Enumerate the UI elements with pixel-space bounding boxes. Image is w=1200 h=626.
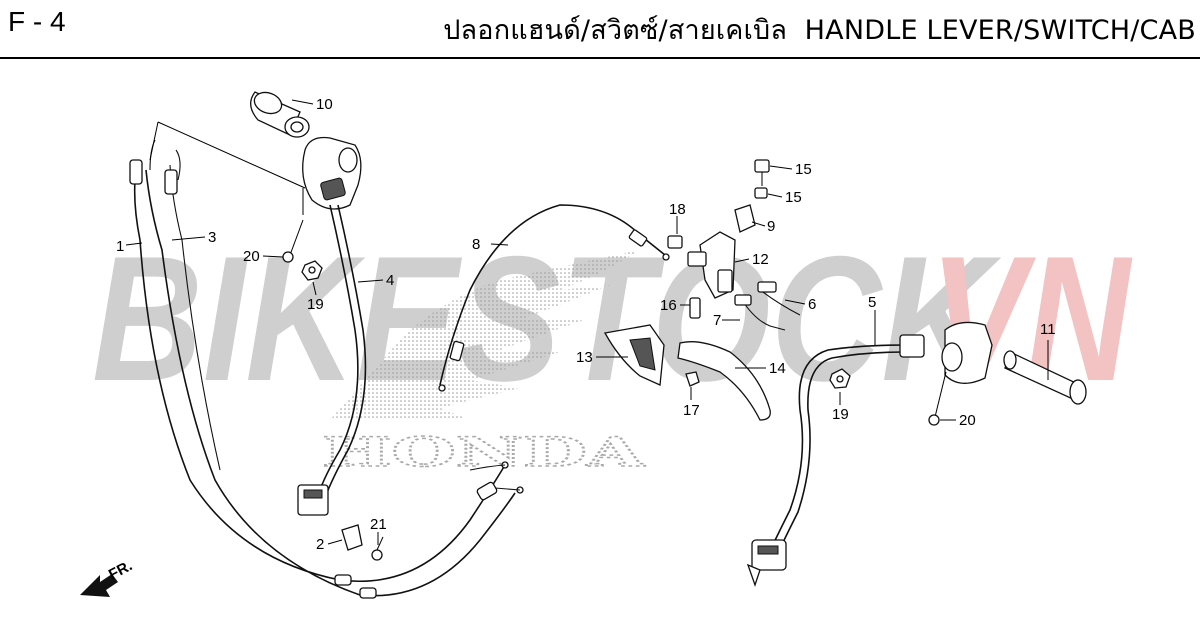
- callout-20a: 20: [243, 248, 260, 265]
- callout-17: 17: [683, 402, 700, 419]
- watermark: BIKESTOCK VN: [92, 219, 1133, 418]
- page-title: ปลอกแฮนด์/สวิตซ์/สายเคเบิล HANDLE LEVER/…: [443, 15, 1196, 46]
- callout-13: 13: [576, 349, 593, 366]
- callout-9: 9: [767, 218, 775, 235]
- throttle-housing: [149, 121, 362, 215]
- callout-11: 11: [1040, 321, 1056, 338]
- callout-19a: 19: [307, 296, 324, 313]
- callout-5: 5: [868, 294, 876, 311]
- callout-21: 21: [370, 516, 387, 533]
- callout-6: 6: [808, 296, 816, 313]
- callout-2: 2: [316, 536, 324, 553]
- callout-14: 14: [769, 360, 786, 377]
- cable-clamp: [341, 524, 384, 561]
- page-header: F - 4 ปลอกแฮนด์/สวิตซ์/สายเคเบิล HANDLE …: [0, 0, 1200, 59]
- callout-1: 1: [116, 238, 124, 255]
- callout-16: 16: [660, 297, 677, 314]
- callout-7: 7: [713, 312, 721, 329]
- callout-3: 3: [208, 229, 216, 246]
- parts-diagram: BIKESTOCK VN HONDA FR.: [80, 91, 1133, 599]
- front-direction-marker: FR.: [80, 557, 135, 597]
- front-arrow-icon: [80, 574, 118, 597]
- left-fasteners: [282, 219, 323, 281]
- left-switch-harness: [297, 204, 367, 516]
- callout-4: 4: [386, 272, 394, 289]
- callout-19b: 19: [832, 406, 849, 423]
- callout-15a: 15: [795, 161, 812, 178]
- callout-15b: 15: [785, 189, 802, 206]
- watermark-text-red: VN: [930, 219, 1133, 418]
- throttle-grip: [250, 91, 310, 138]
- honda-logo-text: HONDA: [322, 429, 646, 476]
- throttle-cables: [129, 139, 524, 599]
- callout-10: 10: [316, 96, 333, 113]
- honda-logo: HONDA: [321, 250, 647, 477]
- callout-18: 18: [669, 201, 686, 218]
- callout-20b: 20: [959, 412, 976, 429]
- header-rule: [0, 57, 1200, 59]
- clutch-cable: [438, 204, 670, 392]
- watermark-text-gray: BIKESTOCK: [92, 219, 1002, 418]
- honda-wing-icon: [330, 250, 640, 420]
- callout-12: 12: [752, 251, 769, 268]
- callout-labels: 1 2 3 4 5 6 7 8 9 10 11 12 13 14 15 15 1…: [116, 96, 1056, 553]
- right-switch-assembly: [746, 321, 1087, 588]
- callout-leaders: [125, 99, 1049, 545]
- page-code: F - 4: [8, 6, 66, 37]
- callout-8: 8: [472, 236, 480, 253]
- clutch-lever-assembly: [603, 159, 801, 421]
